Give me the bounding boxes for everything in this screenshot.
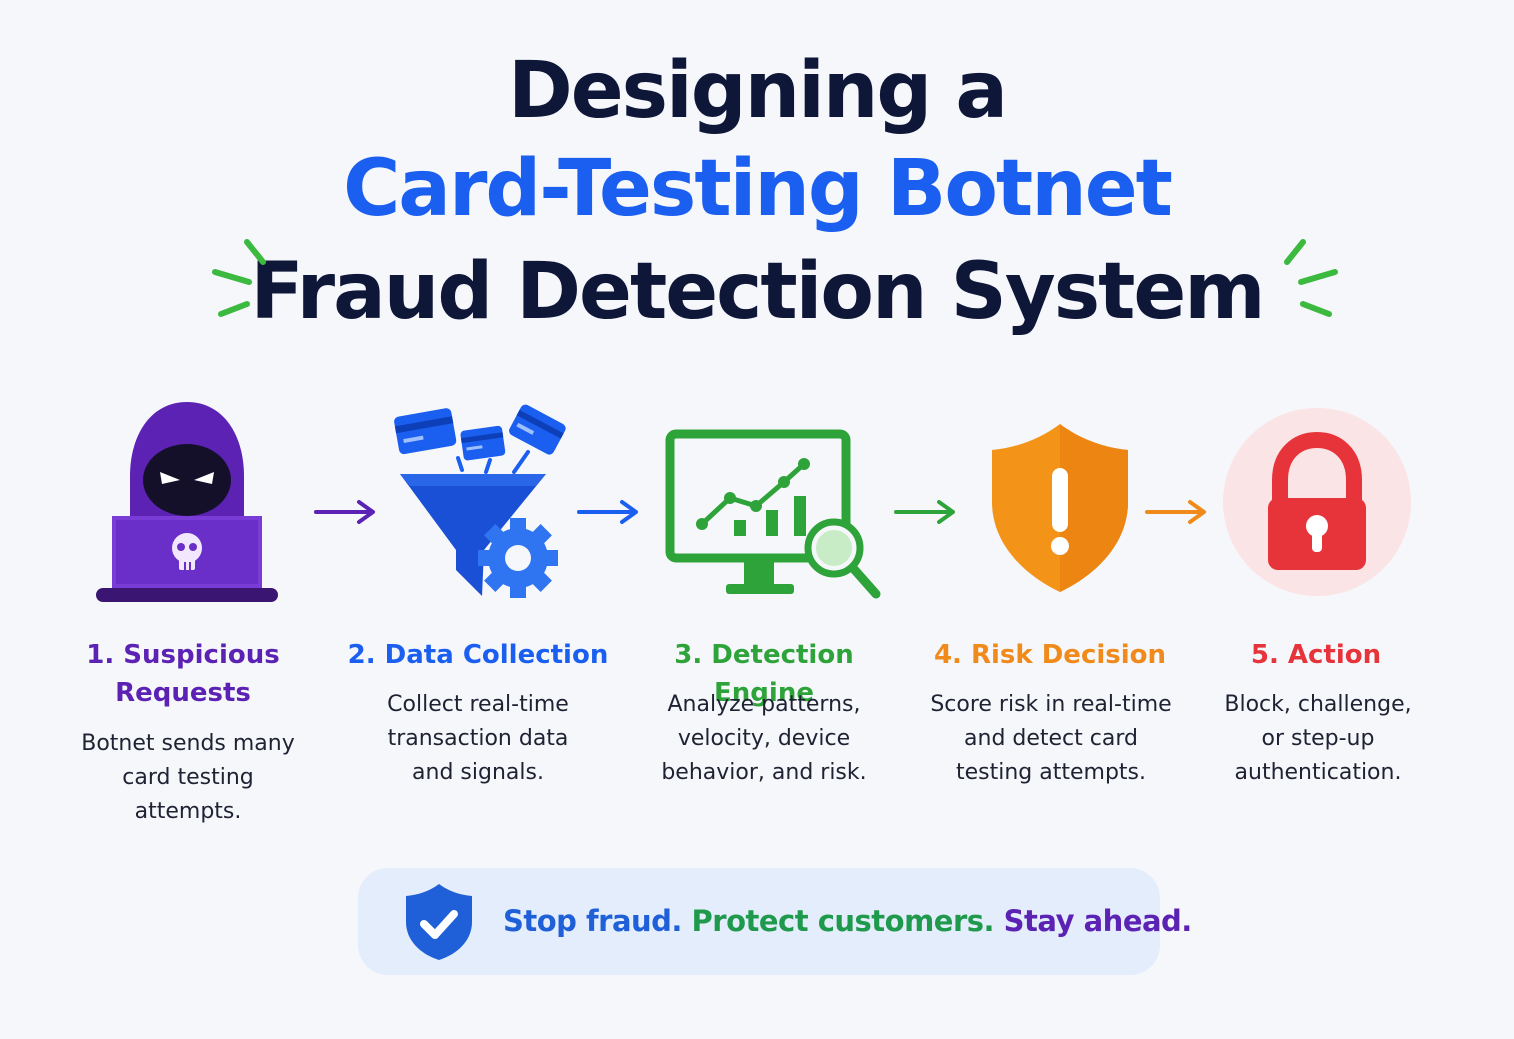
step-3-description-line: behavior, and risk.: [661, 760, 867, 785]
step-5-description-line: or step-up: [1261, 726, 1375, 751]
right-sparkle-icon: [1284, 239, 1338, 317]
step-1-description-line: attempts.: [134, 799, 242, 824]
tagline-part-stay-ahead: Stay ahead.: [1003, 904, 1193, 938]
step-2-title-line: 2. Data Collection: [347, 640, 609, 670]
step-3-title: 3. Detection Engine: [620, 636, 908, 712]
shield-check-icon: [406, 884, 472, 960]
step-4-description-line: Score risk in real-time: [930, 692, 1172, 717]
title-line-2: Card-Testing Botnet: [343, 144, 1173, 234]
padlock-icon: [1223, 408, 1411, 596]
title-line-1: Designing a: [507, 46, 1008, 136]
step-4-description: Score risk in real-time and detect card …: [915, 688, 1187, 790]
step-1-description-line: Botnet sends many: [81, 731, 295, 756]
step-1-title-line: Requests: [115, 678, 251, 708]
step-5-title: 5. Action: [1176, 636, 1456, 674]
hooded-hacker-laptop-skull-icon: [96, 402, 278, 602]
step-3-description-line: velocity, device: [677, 726, 851, 751]
monitor-chart-magnifier-icon: [665, 429, 881, 599]
title-line-3: Fraud Detection System: [250, 247, 1265, 337]
arrow-right-icon: [314, 500, 375, 524]
step-2-description-line: Collect real-time: [387, 692, 569, 717]
step-4-title: 4. Risk Decision: [910, 636, 1190, 674]
arrow-right-icon: [577, 500, 638, 524]
step-3-description: Analyze patterns, velocity, device behav…: [634, 688, 894, 790]
step-3-title-line: 3. Detection Engine: [674, 640, 854, 708]
step-2-description: Collect real-time transaction data and s…: [348, 688, 608, 790]
step-5-description-line: authentication.: [1234, 760, 1402, 785]
funnel-cards-gear-icon: [394, 404, 566, 598]
arrow-right-icon: [894, 500, 955, 524]
step-2-description-line: and signals.: [412, 760, 544, 785]
step-2-title: 2. Data Collection: [338, 636, 618, 674]
step-5-description: Block, challenge, or step-up authenticat…: [1188, 688, 1448, 790]
step-4-description-line: testing attempts.: [955, 760, 1146, 785]
shield-exclamation-icon: [992, 424, 1128, 592]
step-4-description-line: and detect card: [964, 726, 1138, 751]
step-1-title: 1. Suspicious Requests: [43, 636, 323, 712]
tagline-part-stop-fraud: Stop fraud.: [503, 904, 682, 938]
step-1-description: Botnet sends many card testing attempts.: [58, 727, 318, 829]
step-5-title-line: 5. Action: [1250, 640, 1382, 670]
step-2-description-line: transaction data: [387, 726, 569, 751]
step-4-title-line: 4. Risk Decision: [933, 640, 1167, 670]
arrow-right-icon: [1145, 500, 1206, 524]
step-3-description-line: Analyze patterns,: [667, 692, 861, 717]
tagline-text: Stop fraud. Protect customers. Stay ahea…: [503, 868, 1192, 975]
tagline-banner: Stop fraud. Protect customers. Stay ahea…: [358, 868, 1192, 975]
step-5-description-line: Block, challenge,: [1224, 692, 1412, 717]
left-sparkle-icon: [212, 239, 266, 317]
step-1-description-line: card testing: [122, 765, 254, 790]
tagline-part-protect-customers: Protect customers.: [691, 904, 995, 938]
step-1-title-line: 1. Suspicious: [86, 640, 280, 670]
